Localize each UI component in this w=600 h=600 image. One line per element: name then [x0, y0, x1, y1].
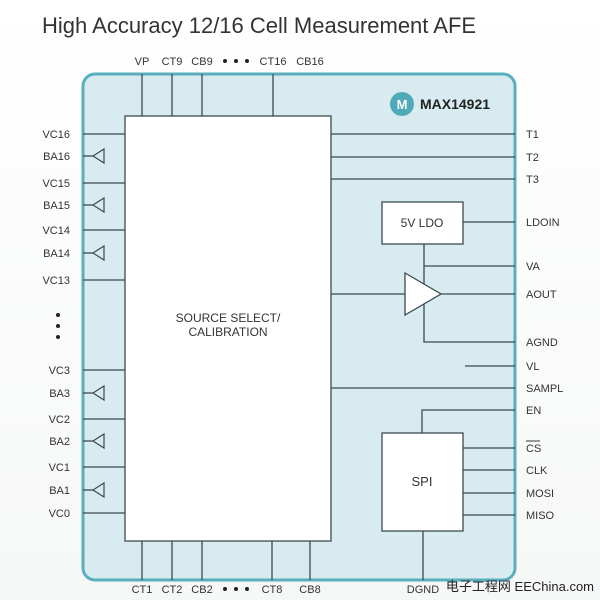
pin-label: VP: [135, 56, 150, 68]
balance-switch-triangle-icon: [91, 481, 105, 499]
pin-label: CB9: [191, 56, 212, 68]
pin-label: VC0: [49, 508, 70, 520]
left-ellipsis-dots: [56, 313, 60, 339]
svg-text:EN: EN: [526, 405, 541, 417]
pin-label: BA15: [43, 200, 70, 212]
balance-switch-triangle-icon: [91, 384, 105, 402]
pin-label: VC2: [49, 414, 70, 426]
ldo-block: [381, 201, 464, 245]
main-block-label-1: SOURCE SELECT/: [176, 311, 281, 325]
svg-text:T3: T3: [526, 174, 539, 186]
svg-text:CS: CS: [526, 443, 541, 455]
pin-label: CT16: [260, 56, 287, 68]
source-select-calibration-block: [124, 115, 332, 542]
svg-text:T2: T2: [526, 152, 539, 164]
pin-label: CT8: [262, 584, 283, 596]
spi-block: [381, 432, 464, 532]
svg-text:CLK: CLK: [526, 465, 548, 477]
svg-text:MOSI: MOSI: [526, 488, 554, 500]
right-side-wires: [331, 133, 515, 580]
part-number: MAX14921: [420, 96, 490, 112]
svg-text:LDOIN: LDOIN: [526, 217, 560, 229]
main-block-label-2: CALIBRATION: [188, 325, 267, 339]
svg-text:VL: VL: [526, 361, 539, 373]
top-pin-wires: [141, 74, 274, 116]
watermark: 电子工程网 EEChina.com: [446, 579, 594, 594]
svg-text:AOUT: AOUT: [526, 289, 557, 301]
pin-label: VC15: [42, 178, 70, 190]
ldo-label: 5V LDO: [401, 216, 444, 230]
pin-label: CT2: [162, 584, 183, 596]
bottom-ellipsis-dots: [223, 587, 249, 591]
top-pin-labels: VP CT9 CB9 CT16 CB16: [135, 56, 324, 68]
maxim-logo-icon: M: [390, 92, 414, 116]
pin-label: VC3: [49, 365, 70, 377]
balance-switch-triangle-icon: [91, 432, 105, 450]
bottom-pin-labels: CT1 CT2 CB2 CT8 CB8: [132, 584, 321, 596]
balance-switch-triangle-icon: [91, 196, 105, 214]
top-ellipsis-dots: [223, 59, 249, 63]
pin-label: BA14: [43, 248, 70, 260]
pin-label: VC16: [42, 129, 70, 141]
pin-label: VC14: [42, 225, 70, 237]
diagram-title: High Accuracy 12/16 Cell Measurement AFE: [42, 13, 476, 38]
svg-text:M: M: [397, 97, 408, 112]
svg-text:VA: VA: [526, 261, 541, 273]
spi-label: SPI: [412, 474, 433, 489]
pin-label: CB2: [191, 584, 212, 596]
svg-text:DGND: DGND: [407, 584, 439, 596]
svg-text:AGND: AGND: [526, 337, 558, 349]
pin-label: CB16: [296, 56, 324, 68]
pin-label: BA2: [49, 436, 70, 448]
pin-label: CT1: [132, 584, 153, 596]
balance-switch-triangle-icon: [91, 147, 105, 165]
pin-label: VC13: [42, 275, 70, 287]
pin-label: CT9: [162, 56, 183, 68]
amplifier-triangle-icon: [404, 271, 443, 317]
balance-switch-triangle-icon: [91, 244, 105, 262]
svg-text:SAMPL: SAMPL: [526, 383, 563, 395]
pin-label: BA3: [49, 388, 70, 400]
pin-label: BA16: [43, 151, 70, 163]
svg-text:T1: T1: [526, 129, 539, 141]
left-pins: VC16BA16VC15BA15VC14BA14VC13VC3BA3VC2BA2…: [42, 129, 125, 520]
right-pin-labels: T1 T2 T3 LDOIN VA AOUT AGND VL SAMPL EN …: [407, 129, 563, 596]
svg-text:MISO: MISO: [526, 510, 555, 522]
bottom-pin-wires: [141, 541, 311, 580]
pin-label: BA1: [49, 485, 70, 497]
pin-label: CB8: [299, 584, 320, 596]
pin-label: VC1: [49, 462, 70, 474]
